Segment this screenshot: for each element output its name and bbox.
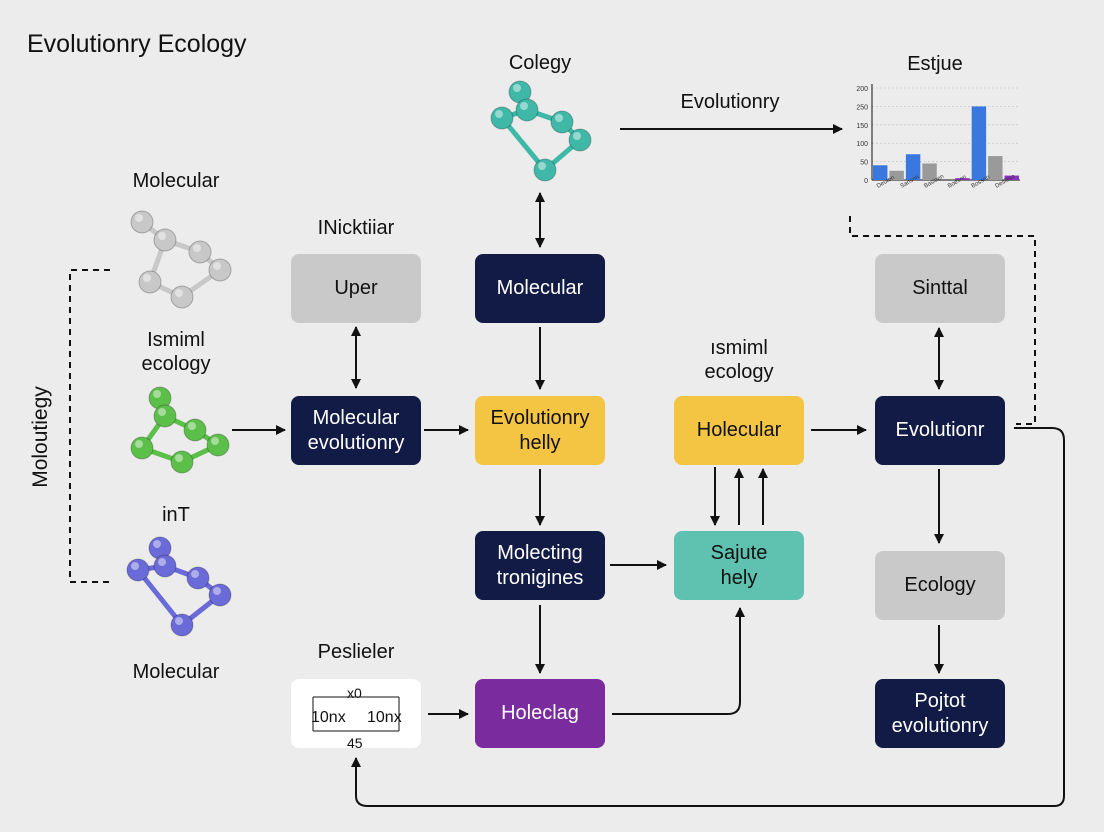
scale-left-label: 10nx (311, 709, 346, 726)
chart-y-tick: 100 (856, 141, 868, 148)
label-colegy: Colegy (508, 52, 572, 74)
scale-glyph (312, 696, 400, 732)
label-estjue: Estjue (907, 53, 963, 75)
arrow-holeclag-to-sajute (612, 607, 745, 715)
chart-x-tick: Boesen (947, 174, 968, 189)
chart-bar (971, 106, 987, 180)
box-evolutionr[interactable]: Evolutionr (875, 396, 1005, 465)
chart-bar (922, 163, 937, 180)
molecule-gray (130, 210, 232, 309)
box-sajute-hely[interactable]: Sajute hely (674, 531, 804, 600)
label-int: inT (162, 504, 190, 526)
chart-bar (988, 156, 1003, 180)
box-scale[interactable]: x0 10nx 10nx 45 (291, 679, 421, 751)
label-ismiml-ecology: Ismiml ecology (141, 329, 211, 375)
molecule-blue (126, 536, 232, 637)
chart-y-tick: 150 (856, 123, 868, 130)
box-holeclag[interactable]: Holeclag (475, 679, 605, 748)
label-molecular-top: Molecular (132, 170, 220, 192)
side-label: Moloutiegy (29, 386, 52, 488)
box-pojtot-evolutionry[interactable]: Pojtot evolutionry (875, 679, 1005, 748)
label-peslieler: Peslieler (317, 641, 395, 663)
chart-dashed-link (849, 216, 1036, 425)
scale-top-label: x0 (347, 685, 362, 701)
chart-bar (955, 178, 970, 180)
label-nicktiiar: INicktiiar (317, 217, 395, 239)
molecule-teal (490, 80, 592, 182)
chart-y-tick: 200 (856, 86, 868, 93)
label-evolutionry-arrow: Evolutionry (680, 91, 780, 113)
molecule-green (130, 386, 230, 474)
left-dashed-bracket (69, 269, 110, 583)
chart-y-tick: 0 (864, 178, 868, 185)
box-holecular[interactable]: Holecular (674, 396, 804, 465)
chart-bar (905, 154, 921, 180)
scale-bottom-label: 45 (347, 735, 363, 751)
box-ecology[interactable]: Ecology (875, 551, 1005, 620)
connectors (232, 124, 1065, 807)
chart-bar (873, 165, 888, 180)
feedback-loop-line (351, 427, 1065, 807)
box-evolutionry-helly[interactable]: Evolutionry helly (475, 396, 605, 465)
box-molecting-tronigines[interactable]: Molecting tronigines (475, 531, 605, 600)
molecules (126, 80, 592, 637)
chart-y-tick: 250 (856, 104, 868, 111)
chart-bar (889, 170, 904, 180)
label-molecular-bottom: Molecular (132, 661, 220, 683)
box-molecular-top[interactable]: Molecular (475, 254, 605, 323)
box-molecular-evolutionry[interactable]: Molecular evolutionry (291, 396, 421, 465)
chart-bar (1004, 175, 1019, 180)
label-ismiml-ecology-mid: ısmiml ecology (704, 337, 774, 383)
box-uper[interactable]: Uper (291, 254, 421, 323)
scale-right-label: 10nx (367, 709, 402, 726)
chart-y-tick: 50 (860, 160, 868, 167)
page-title: Evolutionry Ecology (27, 30, 247, 58)
box-sinttal[interactable]: Sinttal (875, 254, 1005, 323)
